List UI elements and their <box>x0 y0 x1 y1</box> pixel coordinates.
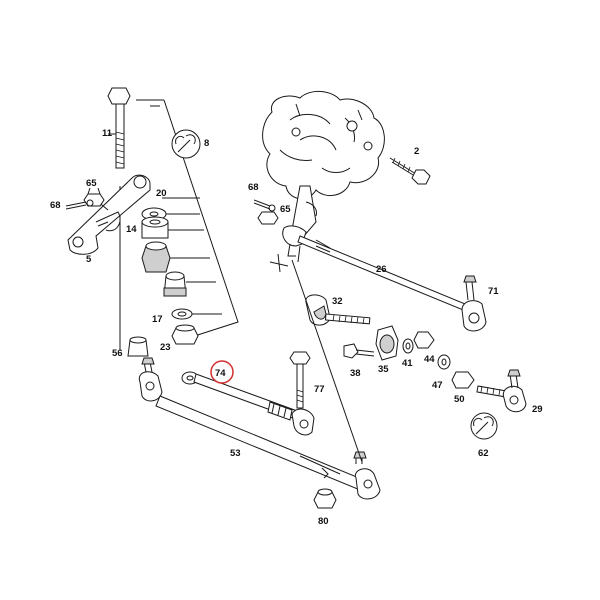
callout-32: 32 <box>332 296 343 307</box>
callout-74: 74 <box>215 368 226 379</box>
callout-47: 47 <box>432 380 443 391</box>
idler-arm-assembly: 11 8 5 65 68 20 14 <box>50 87 239 359</box>
callout-50: 50 <box>454 394 465 405</box>
callout-71: 71 <box>488 286 499 297</box>
callout-2: 2 <box>414 146 419 157</box>
callout-68-right: 68 <box>248 182 259 193</box>
callout-65-left: 65 <box>86 178 97 189</box>
callout-38: 38 <box>350 368 361 379</box>
callout-11: 11 <box>102 128 113 139</box>
wrench-icon <box>470 412 498 440</box>
callout-62: 62 <box>478 448 489 459</box>
callout-65-right: 65 <box>280 204 291 215</box>
callout-8: 8 <box>204 138 209 149</box>
track-rod-53: 53 80 <box>138 253 381 527</box>
callout-17: 17 <box>152 314 163 325</box>
callout-53: 53 <box>230 448 241 459</box>
callout-14: 14 <box>126 224 137 235</box>
callout-44: 44 <box>424 354 435 365</box>
callout-23: 23 <box>160 342 171 353</box>
callout-26: 26 <box>376 264 387 275</box>
right-tie-rod-end-29: 29 62 <box>470 369 543 459</box>
callout-68-left: 68 <box>50 200 61 211</box>
bolt-77: 77 <box>289 351 325 409</box>
callout-80: 80 <box>318 516 329 527</box>
upper-tie-rod-26: 68 65 26 71 <box>248 182 499 332</box>
steering-gearbox <box>262 91 385 237</box>
highlight-ring-74 <box>210 360 234 384</box>
bolt-2: 2 <box>389 146 431 185</box>
callout-77: 77 <box>314 384 325 395</box>
callout-5: 5 <box>86 254 92 265</box>
callout-56: 56 <box>112 348 123 359</box>
damper-and-hardware: 32 38 35 41 44 47 50 <box>305 294 475 405</box>
callout-20: 20 <box>156 188 167 199</box>
wrench-icon <box>171 129 201 159</box>
callout-35: 35 <box>378 364 389 375</box>
callout-41: 41 <box>402 358 413 369</box>
center-drag-link-74: 74 <box>181 360 315 436</box>
callout-29: 29 <box>532 404 543 415</box>
